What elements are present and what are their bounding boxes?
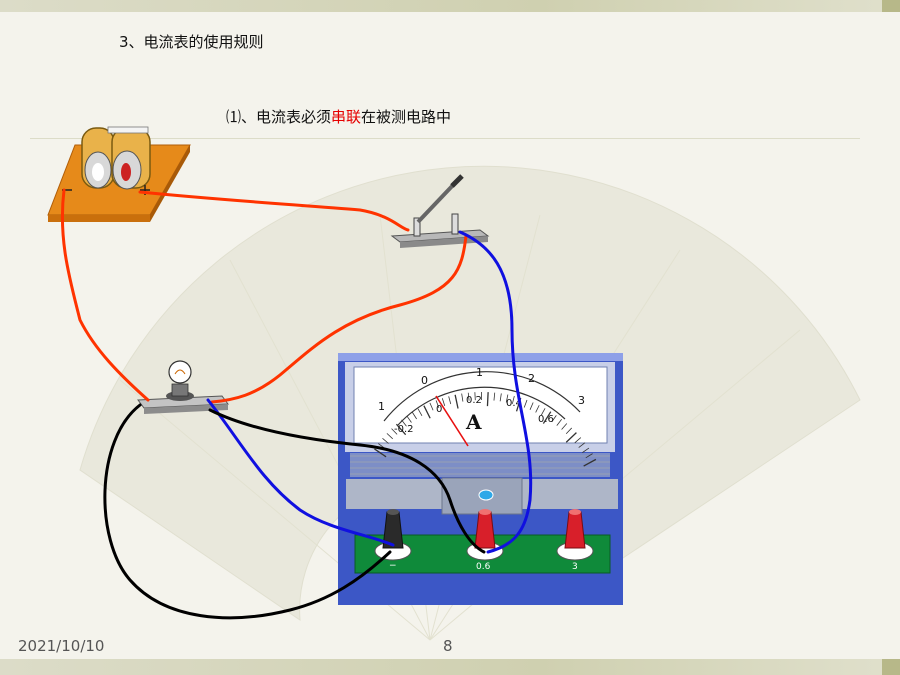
scale-tick <box>565 432 577 443</box>
scale-tick <box>429 402 434 411</box>
scale-tick <box>493 392 496 401</box>
scale-tick <box>382 438 389 444</box>
scale-tick <box>423 405 431 419</box>
scale-tick <box>406 415 412 423</box>
ammeter-needle <box>435 395 469 447</box>
inner-label-06: 0.6 <box>538 414 554 425</box>
scale-tick <box>540 408 546 416</box>
footer-date: 2021/10/10 <box>18 637 105 655</box>
outer-label-1: 1 <box>476 366 483 379</box>
slide-heading: 3、电流表的使用规则 <box>119 33 264 51</box>
battery-cell-right <box>111 127 151 190</box>
ammeter: 1 0 1 2 3 -0.2 0 0.2 0.4 0.6 A − 0.6 3 <box>338 353 623 605</box>
subheading-prefix: ⑴、电流表必须 <box>226 108 332 126</box>
scale-tick <box>535 405 540 413</box>
scale-tick <box>374 448 387 458</box>
switch-handle <box>450 174 464 188</box>
scale-tick <box>542 411 552 424</box>
inner-label-neg02: -0.2 <box>394 424 414 435</box>
scale-tick <box>551 415 557 423</box>
outer-label-0: 0 <box>421 374 428 387</box>
outer-label-neg1: 1 <box>378 400 385 413</box>
scale-arc-outer <box>383 371 581 422</box>
subheading-suffix: 在被测电路中 <box>361 108 452 126</box>
ammeter-dial-face <box>353 366 608 444</box>
wire-black-bulb-to-06 <box>208 408 486 554</box>
scale-tick <box>401 419 407 427</box>
switch-hinge <box>413 217 421 237</box>
scale-tick <box>529 402 534 411</box>
terminal-label-06: 0.6 <box>476 562 491 572</box>
scale-tick <box>486 392 489 407</box>
scale-tick <box>448 396 452 405</box>
scale-tick <box>556 419 562 426</box>
scale-tick <box>585 453 593 459</box>
ammeter-grille-bg <box>350 453 610 477</box>
zero-adjust-screw <box>478 489 494 501</box>
scale-tick <box>561 423 568 430</box>
subheading-highlight: 串联 <box>331 108 362 126</box>
scale-tick <box>583 458 597 467</box>
scale-tick <box>412 412 417 420</box>
battery-holder <box>47 126 191 222</box>
ammeter-top-edge <box>338 353 623 361</box>
top-band <box>0 0 900 12</box>
bulb-holder <box>137 360 229 414</box>
scale-ticks <box>374 391 597 467</box>
inner-label-04: 0.4 <box>506 398 522 409</box>
wire-bulb-to-ammeter-negative <box>206 398 395 547</box>
terminal-label-negative: − <box>389 561 397 571</box>
scale-tick <box>499 393 502 402</box>
battery-cell-left <box>81 127 115 189</box>
scale-tick <box>441 398 446 406</box>
scale-tick <box>565 427 573 435</box>
slide-subheading: ⑴、电流表必须串联在被测电路中 <box>226 106 451 127</box>
scale-tick <box>582 447 590 453</box>
wire-battery-to-bulb <box>60 188 150 402</box>
scale-tick <box>391 428 398 435</box>
inner-label-02: 0.2 <box>466 395 482 406</box>
scale-tick <box>417 408 423 416</box>
top-band-accent <box>882 0 900 12</box>
terminal-3 <box>556 509 594 561</box>
wire-black-loop-lower <box>103 403 392 620</box>
scale-tick <box>511 395 515 404</box>
battery-clip <box>107 126 149 134</box>
battery-base-side <box>150 145 190 222</box>
inner-label-0: 0 <box>436 404 442 415</box>
bottom-band-accent <box>882 659 900 675</box>
scale-tick <box>505 394 509 403</box>
scale-tick <box>386 433 394 440</box>
ammeter-unit-symbol: A <box>465 410 482 434</box>
scale-tick <box>454 394 459 409</box>
wire-switch-to-ammeter-06 <box>458 230 533 554</box>
scale-tick <box>435 400 440 409</box>
outer-label-2: 2 <box>528 372 535 385</box>
scale-tick <box>574 437 582 444</box>
switch-blade <box>416 180 458 224</box>
footer-page-number: 8 <box>443 637 453 655</box>
scale-tick <box>395 423 407 436</box>
bulb-base-front <box>144 404 228 414</box>
bulb-filament <box>174 369 186 375</box>
bulb-screw <box>171 383 189 397</box>
battery-base-front <box>48 215 150 222</box>
title-divider <box>30 138 860 139</box>
scale-tick <box>461 393 464 402</box>
scale-tick <box>523 399 528 408</box>
wire-switch-to-bulb <box>210 234 468 404</box>
scale-arc-inner <box>397 386 566 426</box>
switch-contact <box>451 213 459 235</box>
scale-tick <box>578 442 586 448</box>
scale-tick <box>467 392 470 401</box>
bottom-band <box>0 659 900 675</box>
outer-label-3: 3 <box>578 394 585 407</box>
wire-battery-to-switch <box>138 190 410 232</box>
knife-switch <box>390 174 490 248</box>
bulb-glass <box>168 360 192 384</box>
terminal-label-3: 3 <box>572 562 578 572</box>
